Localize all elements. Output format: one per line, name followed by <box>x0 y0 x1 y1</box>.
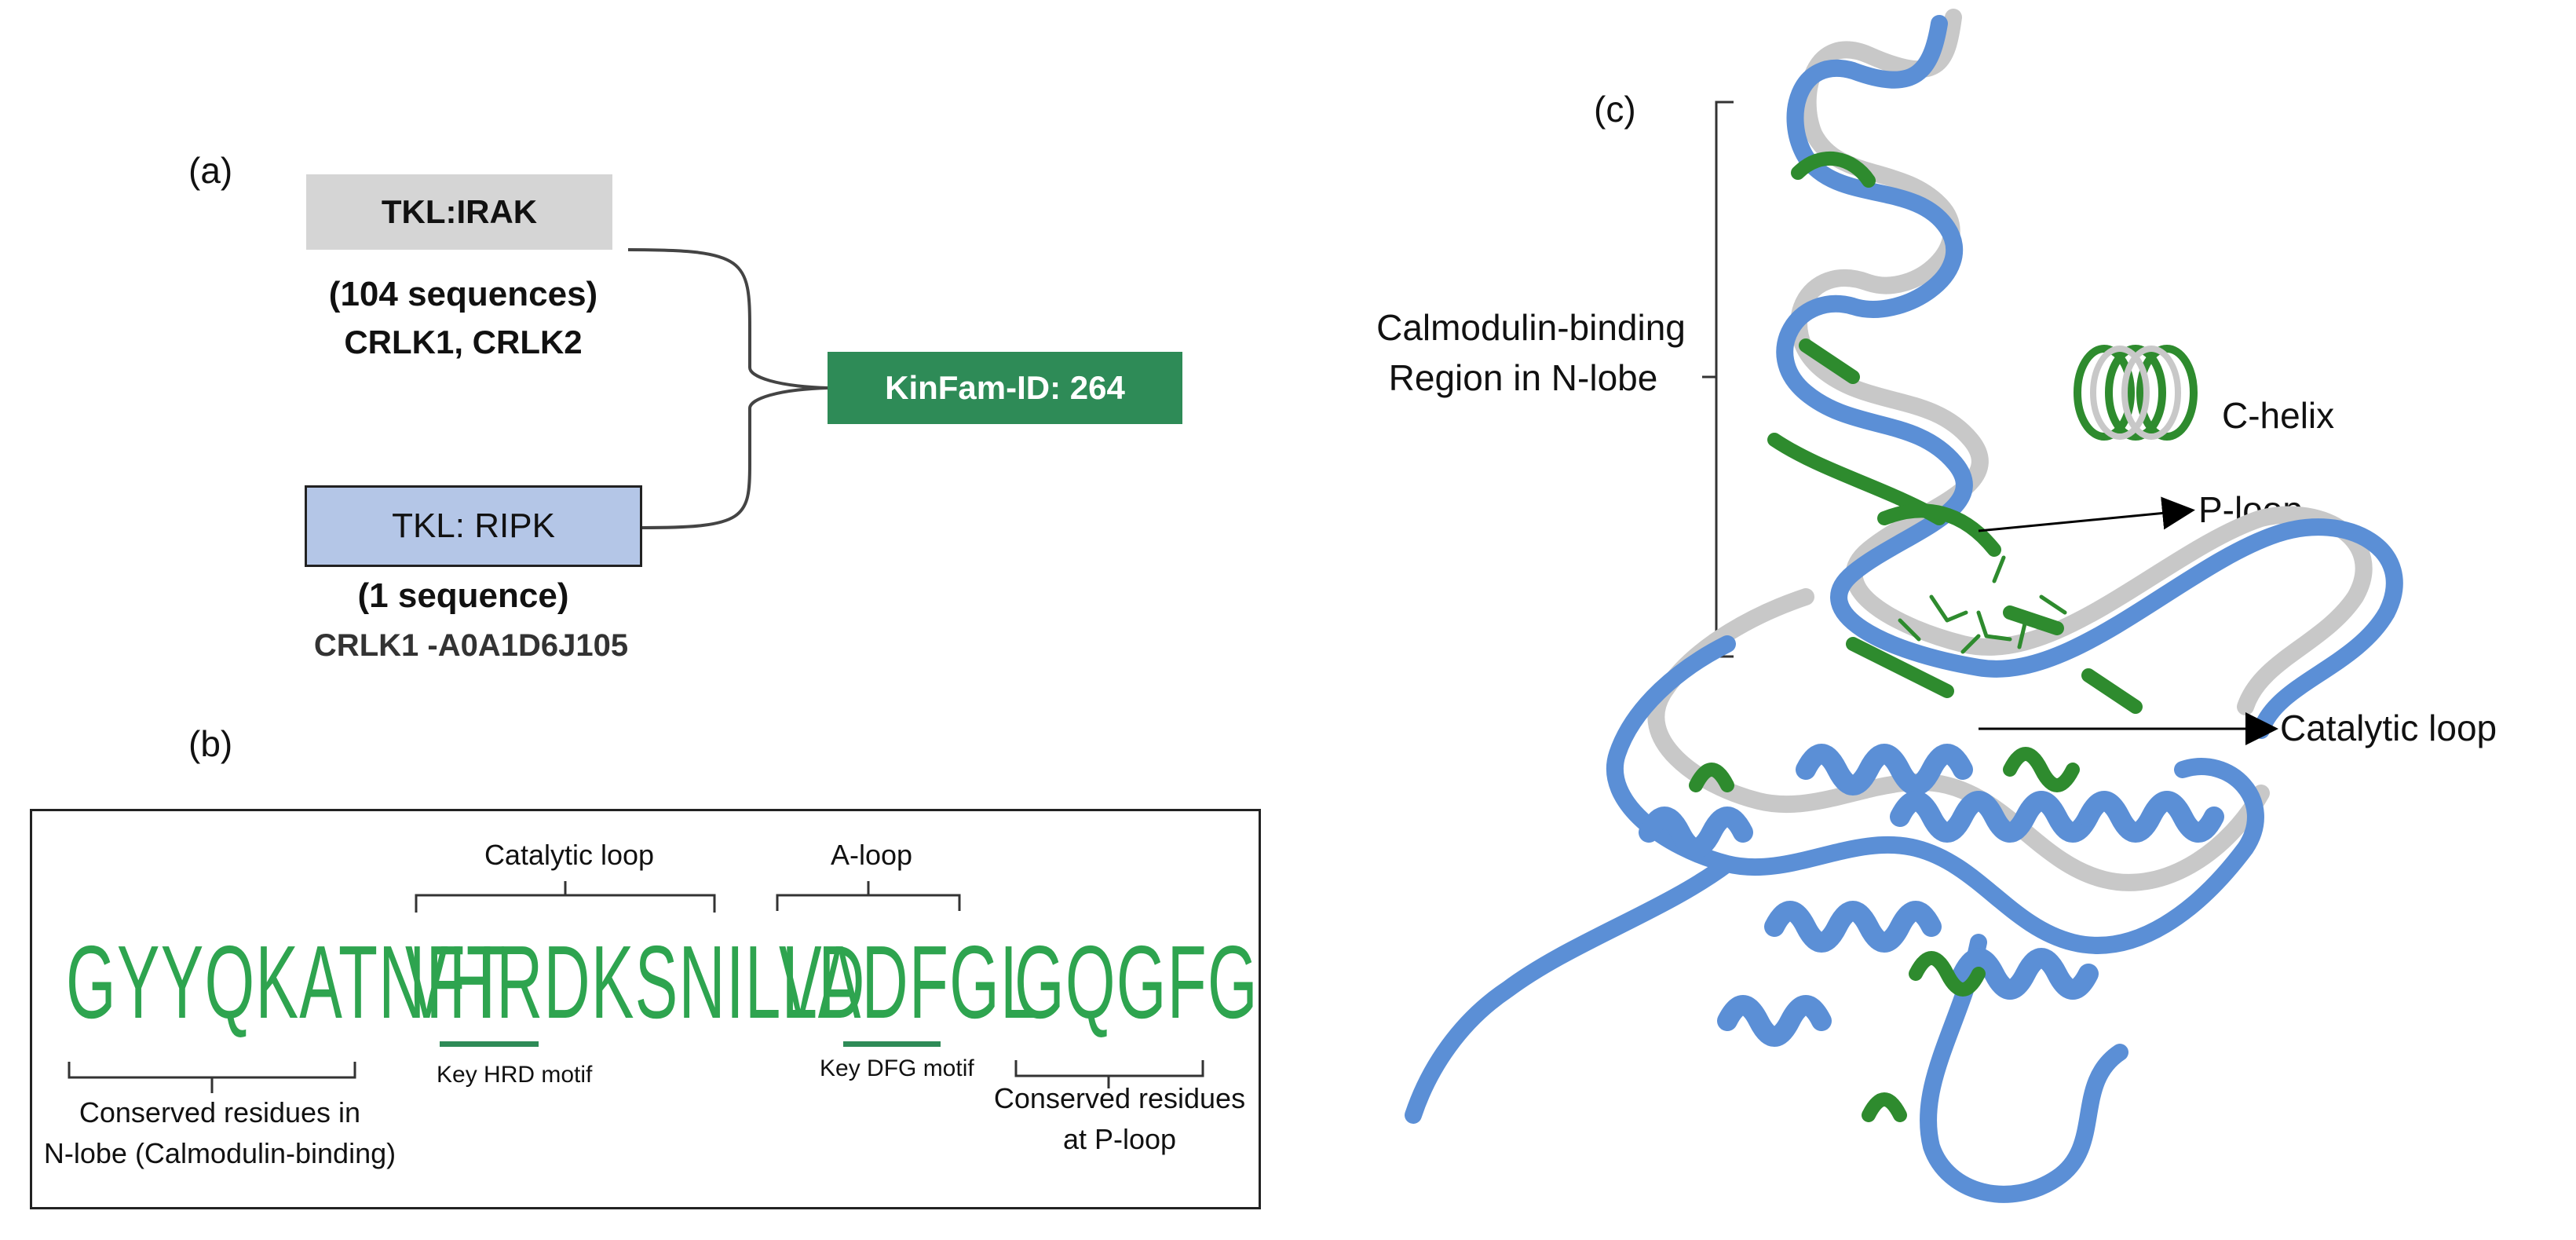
catalytic-loop-structure-label: Catalytic loop <box>2280 708 2497 748</box>
sequence-p-loop: GQGFG <box>1014 924 1259 1040</box>
protein-structure <box>1405 9 2403 1203</box>
catalytic-loop-label: Catalytic loop <box>484 839 655 871</box>
n-lobe-brace <box>68 1062 356 1093</box>
c-helix-label: C-helix <box>2222 395 2335 436</box>
motif-frame <box>30 809 1261 1209</box>
sequence-n-lobe: GYYQKATNFT <box>66 924 507 1040</box>
n-lobe-note-line2: N-lobe (Calmodulin-binding) <box>43 1137 396 1169</box>
calmodulin-region-line2: Region in N-lobe <box>1388 357 1658 398</box>
hrd-underline <box>440 1041 539 1047</box>
p-loop-note-line2: at P-loop <box>1062 1123 1177 1155</box>
a-loop-brace <box>776 881 961 911</box>
p-loop-brace <box>1014 1060 1204 1088</box>
ripk-member: CRLK1 -A0A1D6J105 <box>313 628 629 663</box>
dfg-motif-label: Key DFG motif <box>820 1055 974 1081</box>
sequence-a-loop: VADFGL <box>779 924 1037 1040</box>
kinfam-id-box: KinFam-ID: 264 <box>828 352 1182 424</box>
sequence-catalytic-loop: VHRDKSNILLD <box>405 924 866 1040</box>
tkl-irak-box: TKL:IRAK <box>306 174 612 250</box>
connector-bracket <box>627 248 828 529</box>
tkl-ripk-box: TKL: RIPK <box>305 485 642 567</box>
dfg-underline <box>843 1041 941 1047</box>
ripk-sequence-count: (1 sequence) <box>357 576 569 615</box>
catalytic-loop-brace <box>415 881 716 913</box>
panel-c-label: (c) <box>1594 89 1636 130</box>
calmodulin-region-line1: Calmodulin-binding <box>1376 307 1686 348</box>
calmodulin-region-brace <box>1702 101 1734 658</box>
panel-a-label: (a) <box>188 150 233 191</box>
n-lobe-note-line1: Conserved residues in <box>79 1096 361 1128</box>
a-loop-label: A-loop <box>830 839 913 871</box>
p-loop-arrow <box>1978 496 2195 532</box>
irak-sequence-count: (104 sequences) <box>328 275 598 313</box>
irak-members: CRLK1, CRLK2 <box>344 324 583 360</box>
hrd-motif-label: Key HRD motif <box>437 1062 593 1088</box>
p-loop-note-line1: Conserved residues <box>993 1082 1246 1114</box>
panel-b-label: (b) <box>188 723 233 764</box>
